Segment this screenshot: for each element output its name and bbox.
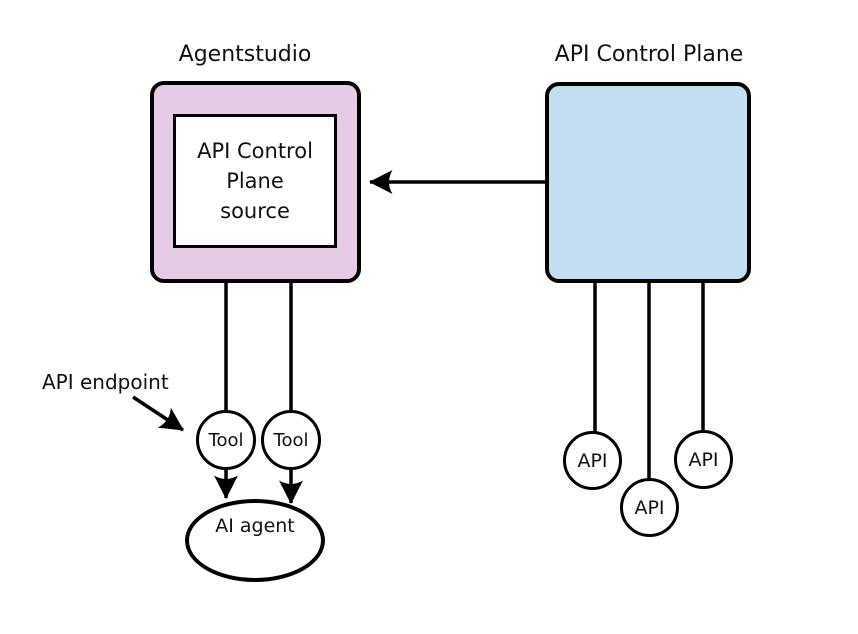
api-node-2: API <box>620 478 679 537</box>
source-box-line: API Control <box>197 139 313 163</box>
api-node-label: API <box>688 448 719 471</box>
tool-node-1: Tool <box>196 410 256 470</box>
ai-agent-label: AI agent <box>215 515 295 537</box>
api-node-3: API <box>674 430 733 489</box>
api-control-plane-source-box: API Control Plane source <box>173 114 337 248</box>
source-box-line: Plane <box>226 169 284 193</box>
source-box-line: source <box>220 199 290 223</box>
api-control-plane-box <box>545 82 751 283</box>
api-control-plane-title: API Control Plane <box>554 42 744 67</box>
api-endpoint-label: API endpoint <box>42 370 169 394</box>
api-node-1: API <box>563 431 622 490</box>
tool-node-label: Tool <box>273 429 309 451</box>
agentstudio-title: Agentstudio <box>178 42 312 67</box>
api-node-label: API <box>577 449 608 472</box>
ai-agent-node: AI agent <box>185 499 325 582</box>
api-node-label: API <box>634 496 665 519</box>
tool-node-2: Tool <box>261 410 321 470</box>
arrow-endpoint-annotation <box>132 395 184 432</box>
tool-node-label: Tool <box>208 429 244 451</box>
